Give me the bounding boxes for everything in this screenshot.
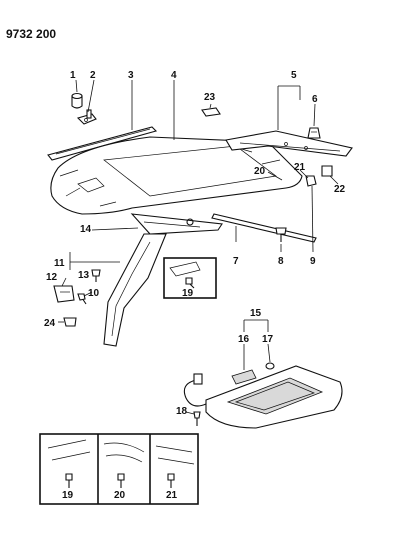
detail-c-label: 21	[166, 490, 178, 501]
callout-15: 15	[250, 308, 262, 319]
callout-22: 22	[334, 184, 346, 195]
detail-b-label: 20	[114, 490, 126, 501]
callout-8: 8	[278, 256, 284, 267]
callout-labels: 1 2 3 4 5 6 7 8 9 10 11 12 13 14 15 16 1…	[44, 70, 346, 417]
part-2-bracket	[76, 109, 97, 125]
callout-10: 10	[88, 288, 100, 299]
inset-pillar-detail	[169, 261, 201, 289]
part-16-lamp-lens	[231, 369, 257, 385]
part-7-side-rail	[211, 213, 317, 243]
callout-1: 1	[70, 70, 76, 81]
callout-12: 12	[46, 272, 58, 283]
part-17-bulb	[265, 362, 275, 370]
callout-6: 6	[312, 94, 318, 105]
part-18-screw	[193, 411, 201, 426]
detail-c	[155, 445, 195, 488]
callout-16: 16	[238, 334, 250, 345]
part-1-retainer	[71, 92, 83, 109]
inset-box-pillar	[163, 257, 217, 299]
inset-pillar-label: 19	[182, 288, 194, 299]
part-12-clip	[53, 285, 75, 303]
part-5-rear-trim	[225, 130, 353, 157]
callout-5: 5	[291, 70, 297, 81]
callout-3: 3	[128, 70, 134, 81]
callout-20: 20	[254, 166, 266, 177]
diagram-code: 9732 200	[6, 27, 56, 41]
callout-7: 7	[233, 256, 239, 267]
callout-17: 17	[262, 334, 274, 345]
callout-9: 9	[310, 256, 316, 267]
sunvisor-wire-harness	[183, 373, 207, 407]
leader-lines	[58, 79, 339, 415]
callout-23: 23	[204, 92, 216, 103]
part-10-screw	[77, 293, 87, 305]
callout-24: 24	[44, 318, 56, 329]
callout-18: 18	[176, 406, 188, 417]
callout-4: 4	[171, 70, 177, 81]
callout-14: 14	[80, 224, 92, 235]
part-4-headliner	[50, 136, 303, 215]
callout-13: 13	[78, 270, 90, 281]
part-23-pad	[201, 107, 221, 117]
callout-21: 21	[294, 162, 306, 173]
part-14-upper-trim	[130, 213, 223, 235]
callout-11: 11	[54, 258, 65, 269]
detail-b	[103, 442, 145, 488]
part-8-screw	[275, 227, 287, 242]
part-13-screw	[91, 269, 101, 282]
part-9-bracket	[305, 175, 317, 187]
callout-2: 2	[90, 70, 96, 81]
part-22-clip	[321, 165, 333, 177]
part-15-sunvisor	[205, 365, 343, 429]
part-11-pillar-trim	[103, 233, 167, 347]
detail-a	[47, 439, 91, 488]
part-24-clip	[63, 317, 77, 327]
part-6-clip	[307, 127, 321, 139]
part-3-front-strip	[47, 126, 158, 161]
detail-box-frame	[39, 433, 199, 505]
detail-a-label: 19	[62, 490, 74, 501]
